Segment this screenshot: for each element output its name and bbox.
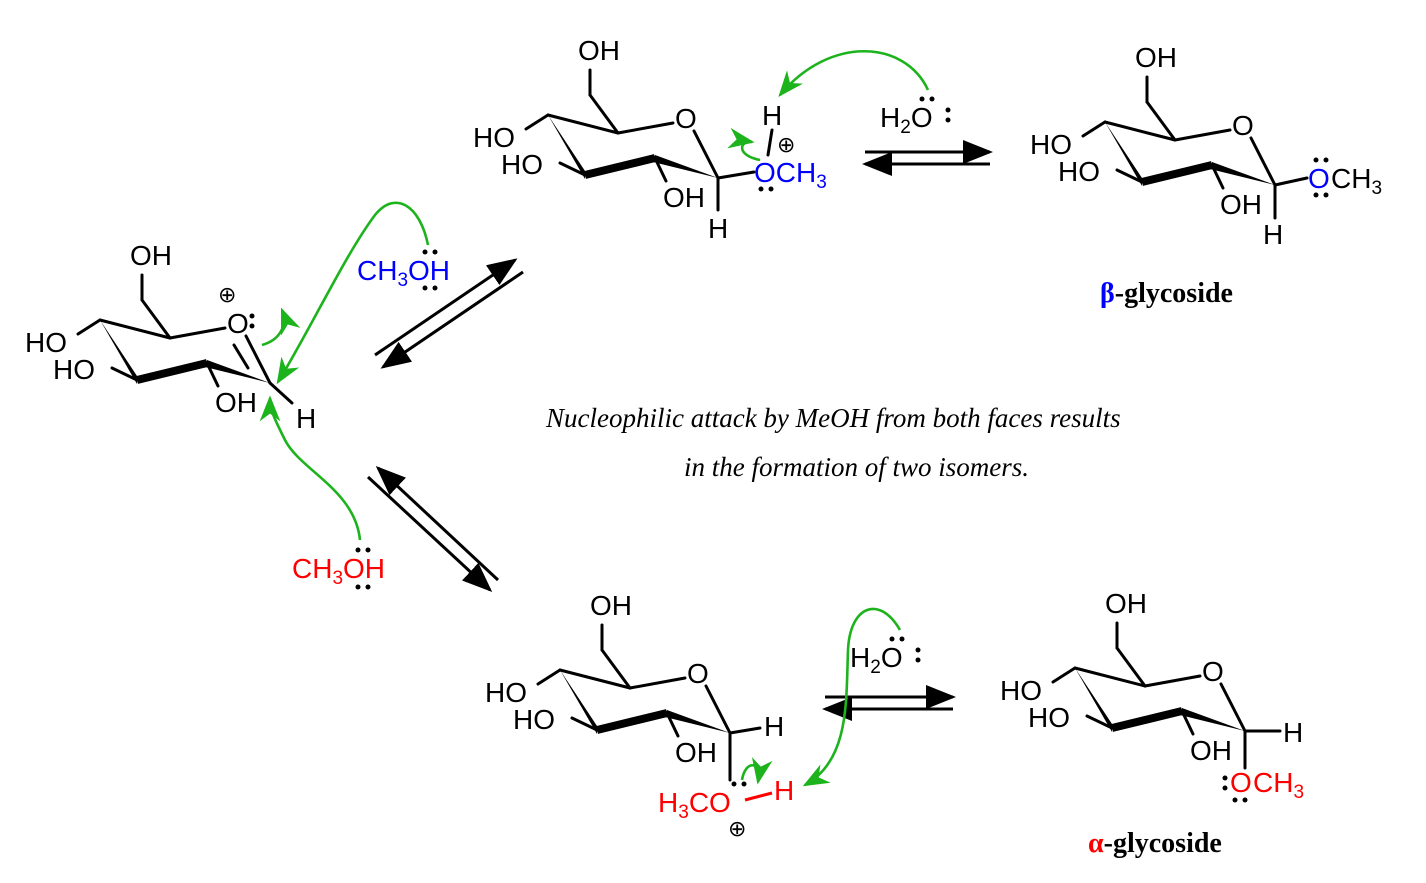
svg-text:H: H (708, 213, 728, 244)
caption-line-2: in the formation of two isomers. (684, 452, 1029, 482)
caption-line-1: Nucleophilic attack by MeOH from both fa… (545, 403, 1121, 433)
oxocarbenium-molecule: ⊕ H (25, 240, 316, 434)
svg-text:H: H (774, 775, 794, 806)
water-bottom: H2O (850, 636, 921, 678)
svg-text:⊕: ⊕ (728, 817, 746, 842)
methoxy-label: OCH3 (754, 157, 827, 193)
protonated-alpha-intermediate: H H3CO H ⊕ (485, 590, 794, 842)
curved-arrow-oxonium (261, 307, 301, 347)
svg-text:CH3OH: CH3OH (357, 255, 450, 291)
alpha-glycoside-label: α-glycoside (1088, 828, 1222, 859)
svg-text:H2O: H2O (880, 102, 933, 138)
curved-arrow-methanol-bottom (259, 395, 362, 541)
protonated-beta-intermediate: H OCH3 H ⊕ (473, 35, 827, 244)
svg-text:H: H (1283, 717, 1303, 748)
positive-charge: ⊕ (218, 283, 236, 308)
curved-arrow-methanol-top (276, 201, 430, 385)
svg-text:H: H (1263, 219, 1283, 250)
curved-arrow-water-bottom (802, 607, 902, 787)
equilibrium-arrows-top (862, 140, 993, 176)
svg-text:O: O (1230, 767, 1252, 798)
svg-text:⊕: ⊕ (777, 133, 795, 158)
svg-text:H: H (764, 711, 784, 742)
beta-glycoside-label: β-glycoside (1100, 278, 1233, 309)
svg-text:H: H (296, 403, 316, 434)
curved-arrow (740, 757, 773, 785)
svg-text:H2O: H2O (850, 642, 903, 678)
svg-text:CH3: CH3 (1253, 767, 1304, 803)
beta-glycoside-molecule: H O CH3 β-glycoside (1030, 42, 1382, 309)
svg-text:CH3: CH3 (1331, 163, 1382, 199)
equilibrium-arrows-diagonal-up (374, 258, 524, 369)
methanol-top: CH3OH (357, 249, 450, 291)
svg-text:H: H (762, 100, 782, 131)
methanol-bottom: CH3OH (292, 547, 385, 590)
curved-arrow-water-top (778, 50, 930, 97)
curved-arrow (727, 127, 761, 162)
alpha-glycoside-molecule: H O CH3 α-glycoside (1000, 588, 1304, 859)
svg-text:H3CO: H3CO (658, 787, 731, 823)
svg-text:CH3OH: CH3OH (292, 553, 385, 589)
water-top: H2O (880, 96, 951, 138)
svg-text:O: O (1308, 163, 1330, 194)
equilibrium-arrows-diagonal-down (366, 465, 500, 593)
